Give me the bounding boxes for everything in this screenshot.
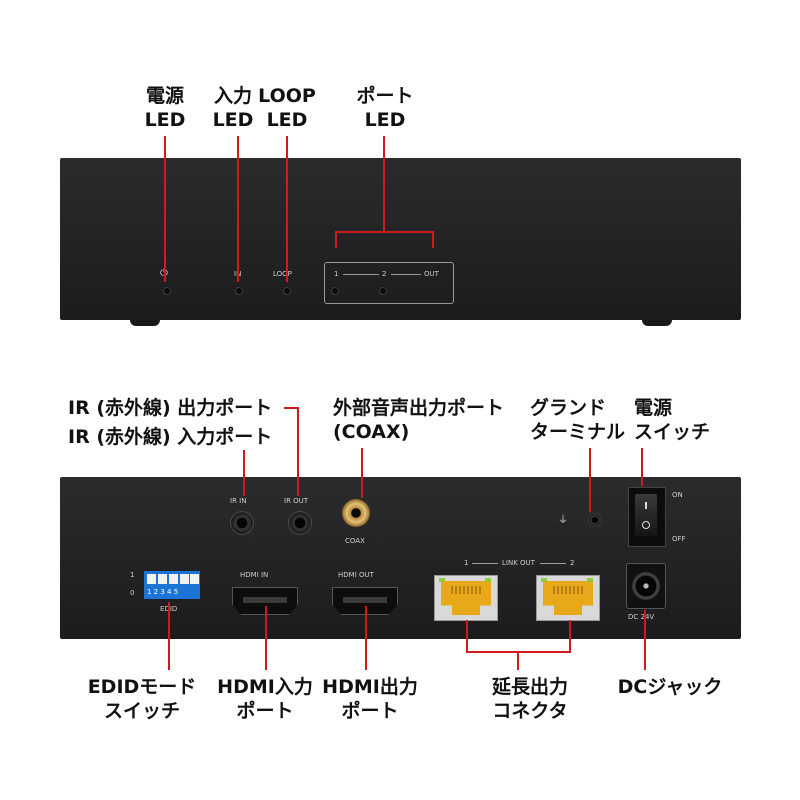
input-led (236, 288, 242, 294)
front-panel: ⏻ IN LOOP 1 2 OUT (60, 158, 741, 326)
loop-silk: LOOP (273, 270, 292, 278)
port2-led (380, 288, 386, 294)
ir-out-silk: IR OUT (284, 497, 309, 505)
dip-1-silk: 1 (130, 571, 135, 579)
link2-silk: 2 (570, 559, 575, 567)
dip-switch-5[interactable] (190, 574, 199, 584)
hdmi-in-port[interactable] (232, 587, 298, 615)
ir-in-label: IR (赤外線) 入力ポート (68, 426, 273, 448)
loop-led (284, 288, 290, 294)
ground-terminal-label: グランド ターミナル (530, 397, 626, 443)
link-out-port-2[interactable] (536, 575, 600, 621)
ground-terminal[interactable] (588, 513, 602, 527)
dip-switch-4[interactable] (180, 574, 189, 584)
hdmi-out-port[interactable] (332, 587, 398, 615)
link-connector-label: 延長出力 コネクタ (491, 676, 568, 722)
rear-panel: IR IN IR OUT COAX ⏚ ON OFF 1 0 1 2 3 4 5… (60, 477, 741, 639)
dip-numbers: 1 2 3 4 5 (147, 588, 179, 596)
dc-jack-label: DCジャック (617, 676, 723, 698)
ir-out-label: IR (赤外線) 出力ポート (68, 397, 273, 419)
port-led-label: ポート LED (356, 85, 414, 131)
dc-jack-hole (632, 572, 660, 600)
coax-connector[interactable] (342, 499, 370, 527)
link-line-b (540, 563, 566, 564)
front-foot-left (130, 318, 160, 326)
edid-silk: EDID (160, 605, 178, 613)
ir-in-silk: IR IN (230, 497, 247, 505)
hdmi-input-port-label: HDMI入力 ポート (217, 676, 313, 722)
port1-led (332, 288, 338, 294)
out-silk: OUT (424, 270, 439, 278)
loop-led-label: LOOP LED (258, 85, 316, 131)
ground-symbol: ⏚ (558, 515, 568, 526)
switch-on-mark (645, 502, 647, 509)
power-switch[interactable] (628, 487, 666, 547)
dc-silk: DC 24V (628, 613, 655, 621)
dip-switch-2[interactable] (158, 574, 167, 584)
port-led-frame (324, 262, 454, 304)
link-out-port-1[interactable] (434, 575, 498, 621)
off-silk: OFF (672, 535, 686, 543)
dc-jack[interactable] (626, 563, 666, 609)
power-switch-rocker (635, 494, 657, 536)
power-symbol: ⏻ (160, 268, 168, 279)
port1-silk: 1 (334, 270, 339, 278)
hdmi-output-port-label: HDMI出力 ポート (322, 676, 418, 722)
link-out-silk: LINK OUT (502, 559, 535, 567)
hdmi-out-silk: HDMI OUT (338, 571, 374, 579)
dip-switch-3[interactable] (169, 574, 178, 584)
ir-out-jack[interactable] (288, 511, 312, 535)
front-foot-right (642, 318, 672, 326)
link-line-a (472, 563, 498, 564)
switch-off-mark (642, 521, 650, 529)
port-led-line-a (343, 274, 379, 275)
power-led (164, 288, 170, 294)
port2-silk: 2 (382, 270, 387, 278)
dip-0-silk: 0 (130, 589, 135, 597)
ir-in-jack[interactable] (230, 511, 254, 535)
link1-silk: 1 (464, 559, 469, 567)
hdmi-in-silk: HDMI IN (240, 571, 269, 579)
input-led-label: 入力 LED (212, 85, 254, 131)
coax-label: 外部音声出力ポート (COAX) (333, 397, 505, 443)
edid-dip-switch[interactable]: 1 2 3 4 5 (144, 571, 200, 599)
port-led-line-b (391, 274, 421, 275)
on-silk: ON (672, 491, 683, 499)
power-led-label: 電源 LED (144, 85, 186, 131)
in-silk: IN (234, 270, 242, 278)
edid-mode-switch-label: EDIDモード スイッチ (87, 676, 197, 722)
dip-switch-1[interactable] (147, 574, 156, 584)
power-switch-label: 電源 スイッチ (634, 397, 711, 443)
coax-silk: COAX (345, 537, 365, 545)
